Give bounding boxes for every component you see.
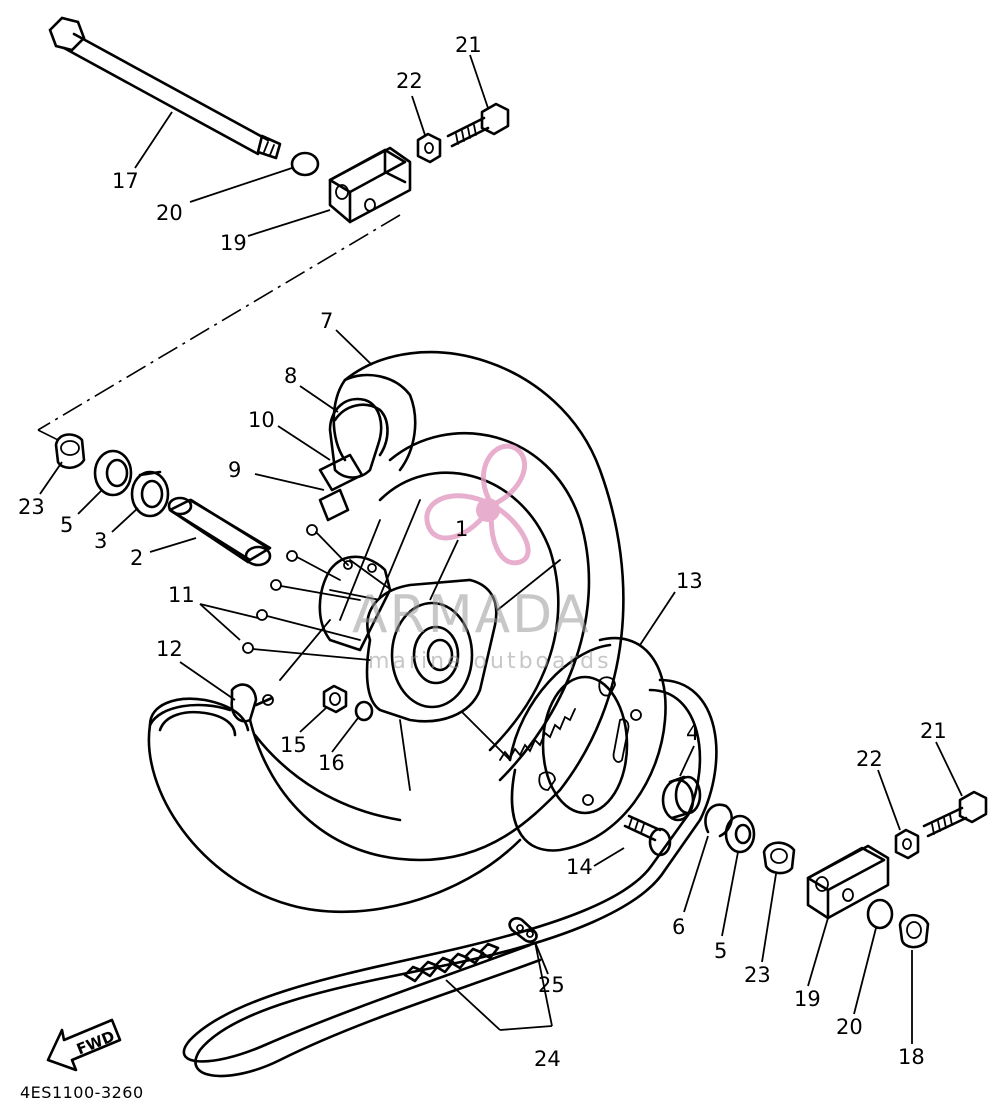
callout-16: 16 xyxy=(318,751,345,775)
watermark-tagline: marine outboards xyxy=(368,649,612,674)
callout-22-right: 22 xyxy=(856,747,883,771)
callout-7: 7 xyxy=(320,309,333,333)
callout-20: 20 xyxy=(156,201,183,225)
callout-1: 1 xyxy=(455,517,468,541)
collar-part xyxy=(762,841,796,875)
callout-8: 8 xyxy=(284,364,297,388)
oil-seal-part xyxy=(724,814,756,854)
washer-part xyxy=(290,151,320,177)
valve-part xyxy=(230,683,274,723)
callout-5-right: 5 xyxy=(714,939,727,963)
nut-part xyxy=(894,828,920,860)
callout-2: 2 xyxy=(130,546,143,570)
callout-14: 14 xyxy=(566,855,593,879)
callout-12: 12 xyxy=(156,637,183,661)
sprocket-part xyxy=(499,636,667,852)
callout-20-right: 20 xyxy=(836,1015,863,1039)
callout-4: 4 xyxy=(686,721,699,745)
tire-part xyxy=(147,350,625,914)
callout-6: 6 xyxy=(672,915,685,939)
collar-part xyxy=(54,433,86,470)
callout-15: 15 xyxy=(280,733,307,757)
callout-17: 17 xyxy=(112,169,139,193)
callout-25: 25 xyxy=(538,973,565,997)
washer-part xyxy=(866,898,894,930)
callout-5: 5 xyxy=(60,513,73,537)
leader-lines xyxy=(39,54,963,1044)
callout-13: 13 xyxy=(676,569,703,593)
assembly-centerline xyxy=(37,214,401,431)
callout-3: 3 xyxy=(94,529,107,553)
spoke-nipples xyxy=(242,524,371,661)
callout-19-right: 19 xyxy=(794,987,821,1011)
callout-21: 21 xyxy=(455,33,482,57)
bearing-part xyxy=(130,470,170,518)
washer-part xyxy=(354,700,374,722)
callout-9: 9 xyxy=(228,458,241,482)
axle-part xyxy=(48,16,282,160)
callout-21-right: 21 xyxy=(920,719,947,743)
collar-part xyxy=(167,496,272,567)
bolt-part xyxy=(446,102,510,148)
chain-adjuster-part xyxy=(806,844,890,920)
callout-10: 10 xyxy=(248,408,275,432)
master-link-part xyxy=(508,917,538,943)
watermark: ARMADA marine outboards xyxy=(352,443,612,674)
callout-labels: 17 20 19 22 21 7 8 10 9 23 5 3 2 1 11 12… xyxy=(18,33,947,1071)
callout-22: 22 xyxy=(396,69,423,93)
callout-23: 23 xyxy=(18,495,45,519)
callout-11: 11 xyxy=(168,583,195,607)
callout-24: 24 xyxy=(534,1047,561,1071)
callout-18: 18 xyxy=(898,1045,925,1069)
watermark-logo-icon xyxy=(424,443,531,566)
rim-band-part xyxy=(318,397,383,522)
nut-part xyxy=(416,132,442,164)
circlip-part xyxy=(704,803,733,838)
hub-part xyxy=(318,555,498,723)
watermark-brand: ARMADA xyxy=(352,585,591,645)
nut-part xyxy=(322,684,348,714)
oil-seal-part xyxy=(93,449,133,497)
diagram-code: 4ES1100-3260 xyxy=(20,1083,144,1102)
chain-adjuster-part xyxy=(328,146,412,224)
drive-chain-part xyxy=(182,678,718,1078)
nut-part xyxy=(898,913,930,949)
callout-23-right: 23 xyxy=(744,963,771,987)
callout-19: 19 xyxy=(220,231,247,255)
bolt-part xyxy=(922,790,988,838)
forward-arrow-icon: FWD xyxy=(46,1018,122,1072)
